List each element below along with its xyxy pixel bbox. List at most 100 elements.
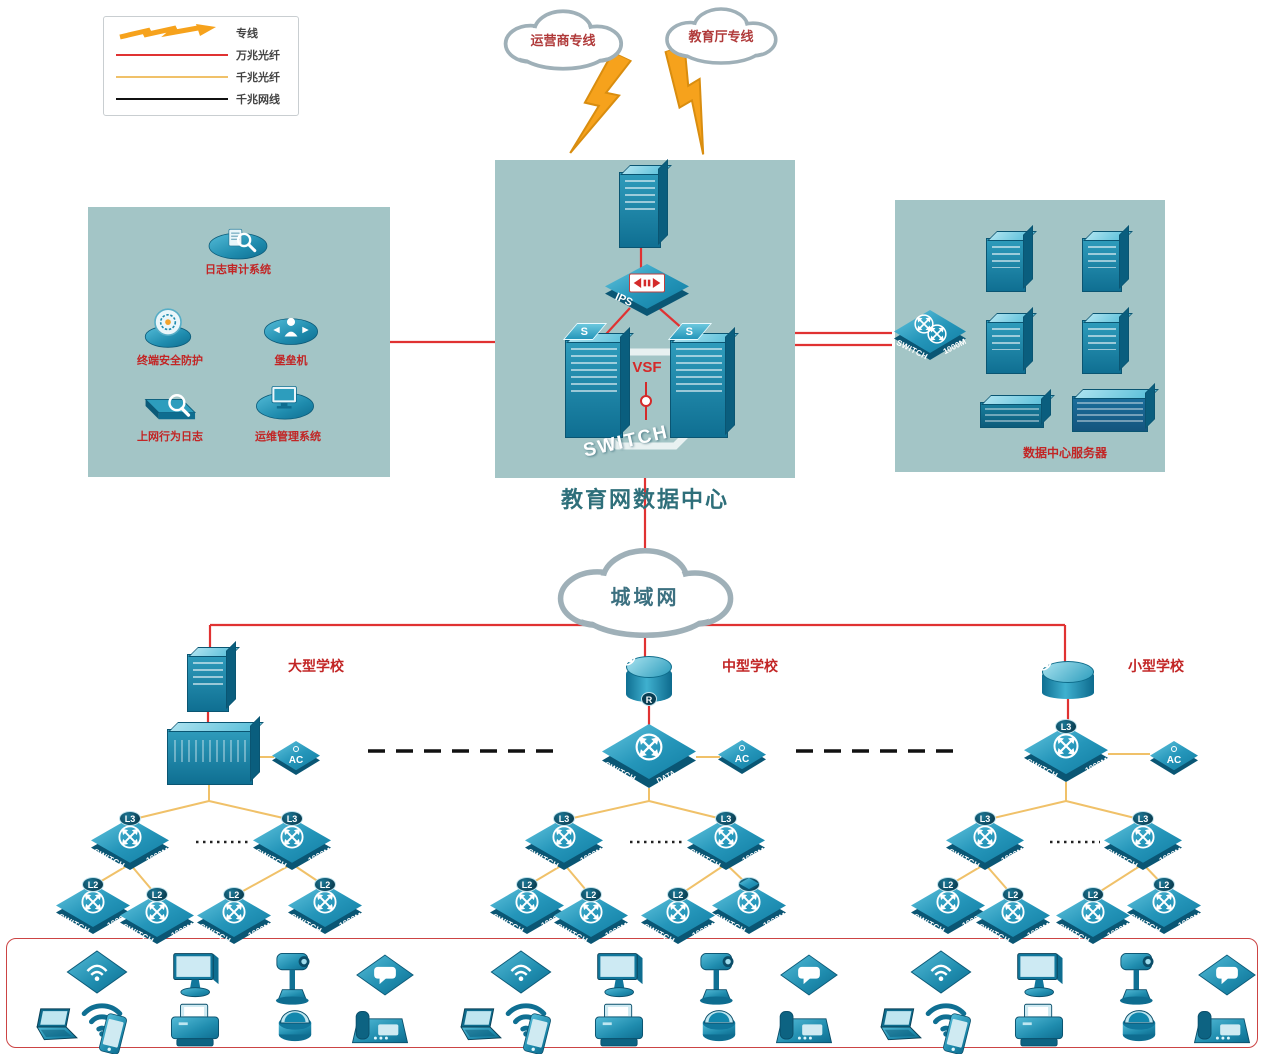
server-vents: [992, 246, 1020, 268]
firewall-vents: [174, 740, 246, 762]
legend: 专线 万兆光纤 千兆光纤 千兆网线: [103, 16, 299, 116]
l2-badge: L2: [82, 877, 104, 892]
terminal-devices-box: [6, 938, 1258, 1048]
bastion-host-icon: [264, 317, 318, 345]
switch-label: SWITCH: [946, 847, 982, 871]
routing-icon: [1131, 825, 1155, 849]
datacenter-server: [986, 238, 1026, 292]
cloud-carrier: 运营商专线: [487, 6, 639, 74]
routing-icon: [81, 890, 105, 914]
router-top: [626, 656, 672, 679]
bolt-line-icon: [112, 23, 232, 43]
l2-badge: L2: [1153, 877, 1175, 892]
routing-icon: [552, 825, 576, 849]
switch-label: SWITCH: [56, 912, 92, 936]
netlog-label: 上网行为日志: [137, 431, 203, 443]
l2-badge: L2: [314, 877, 336, 892]
switch-label: SWITCH: [490, 912, 526, 936]
routing-icon: [280, 825, 304, 849]
large-school-firewall: [167, 729, 253, 785]
l2-badge: L2: [1002, 887, 1024, 902]
speed-label: 1000M: [144, 846, 171, 866]
speed-label: 1000M: [999, 846, 1026, 866]
netlog-icon: [143, 393, 197, 421]
router-top: [1042, 661, 1094, 684]
server-vents: [1088, 328, 1116, 350]
antenna-icon: [1171, 746, 1177, 753]
datacenter-switch: SWITCH 1000M: [894, 310, 967, 361]
routing-icon: [936, 890, 960, 914]
large-school-ac: AC: [272, 741, 320, 775]
datacenter-server: [986, 320, 1026, 374]
legend-label: 千兆光纤: [236, 72, 280, 84]
legend-label: 专线: [236, 28, 258, 40]
s-badge-label: S: [581, 325, 589, 338]
small-school-router: [1032, 651, 1094, 699]
core-title: 教育网数据中心: [560, 487, 729, 512]
server-vents: [676, 348, 722, 394]
routing-icon: [737, 890, 761, 914]
speed-label: 1000M: [1157, 846, 1184, 866]
switch-label: SWITCH: [911, 912, 947, 936]
small-school-ac: AC: [1150, 741, 1198, 775]
ac-label: AC: [288, 754, 304, 766]
speed-label: 1000M: [1176, 911, 1203, 931]
bastion-host-label: 堡垒机: [274, 355, 308, 367]
switch-label: SWITCH: [525, 847, 561, 871]
datacenter-server: [1082, 238, 1122, 292]
l2-badge: L2: [580, 887, 602, 902]
routing-icon: [515, 890, 539, 914]
legend-item-cable1g: 千兆网线: [112, 88, 290, 110]
ptz-camera-icon: [699, 952, 734, 1006]
switch-label: SWITCH: [253, 847, 289, 871]
switch-label: SWITCH: [976, 922, 1012, 946]
cloud-education: 教育厅专线: [645, 4, 797, 68]
speed-label: 1000M: [1083, 756, 1110, 776]
monitor-icon: [173, 953, 219, 998]
speed-label: 1000M: [603, 921, 630, 941]
switch-label: SWITCH: [288, 912, 324, 936]
server-vents: [992, 328, 1020, 350]
server-vents: [1088, 246, 1116, 268]
cloud-man-label: 城域网: [610, 587, 680, 609]
dome-camera-icon: [278, 1010, 312, 1042]
fax-phone-icon: [352, 1011, 408, 1044]
medium-school-core-switch: SWITCH DATA CENTER: [602, 724, 696, 792]
ac-label: AC: [734, 753, 750, 765]
l3-badge: L3: [1055, 719, 1077, 734]
large-school-server: [187, 654, 229, 712]
routing-icon: [927, 324, 947, 344]
log-audit-icon: [207, 227, 269, 261]
speed-label: 1000M: [246, 921, 273, 941]
routing-icon: [1152, 890, 1176, 914]
chat-icon: [1198, 954, 1256, 996]
l2-badge: L2: [937, 877, 959, 892]
yellow-line-icon: [112, 76, 232, 78]
datacenter-servers-caption: 数据中心服务器: [1022, 446, 1107, 460]
laptop-icon: [880, 1008, 922, 1041]
monitor-icon: [597, 953, 643, 998]
printer-icon: [1014, 1003, 1064, 1047]
medium-school-router: R: [616, 646, 672, 706]
ptz-camera-icon: [1119, 952, 1154, 1006]
dome-camera-icon: [702, 1010, 736, 1042]
routing-icon: [973, 825, 997, 849]
routing-icon: [313, 890, 337, 914]
routing-icon: [222, 900, 246, 924]
legend-item-fiber10g: 万兆光纤: [112, 44, 290, 66]
l3-badge: L3: [553, 811, 575, 826]
cloud-man: 城域网: [536, 543, 754, 643]
switch-label: SWITCH: [1127, 912, 1163, 936]
ips-label: IPS: [613, 291, 635, 310]
red-line-icon: [112, 54, 232, 56]
switch-label: SWITCH: [641, 922, 677, 946]
